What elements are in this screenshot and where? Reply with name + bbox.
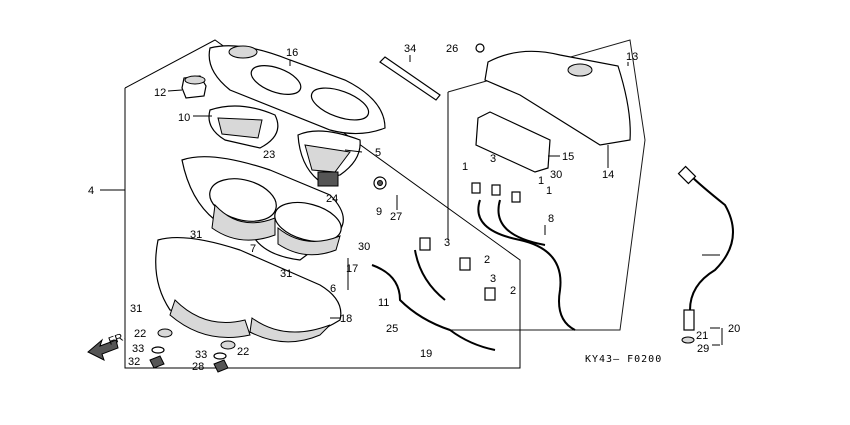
callout-3c: 3 — [490, 273, 496, 285]
front-arrow — [87, 338, 119, 361]
part-16-top-panel[interactable] — [208, 45, 386, 135]
callout-14: 14 — [602, 169, 614, 181]
callout-21: 21 — [696, 330, 708, 342]
callout-4: 4 — [88, 185, 94, 197]
part-8-socket-harness[interactable] — [471, 182, 576, 331]
callout-28: 28 — [192, 361, 204, 373]
callout-17: 17 — [346, 263, 358, 275]
gauge-housing-upper[interactable] — [181, 156, 346, 261]
front-arrow-label: FR. — [107, 330, 128, 347]
callout-31a: 31 — [190, 229, 202, 241]
callout-23: 23 — [263, 149, 275, 161]
part-10-tach-face[interactable] — [208, 105, 279, 149]
callout-33a: 33 — [132, 343, 144, 355]
callout-30a: 30 — [358, 241, 370, 253]
fasteners-bottom[interactable] — [149, 328, 236, 373]
diagram-code: KY43— F0200 — [585, 354, 662, 365]
part-18-lower-cover[interactable] — [155, 236, 342, 343]
callout-7: 7 — [250, 243, 256, 255]
callout-15: 15 — [562, 151, 574, 163]
callout-29: 29 — [697, 343, 709, 355]
callout-34: 34 — [404, 43, 416, 55]
callout-22b: 22 — [237, 346, 249, 358]
callout-32: 32 — [128, 356, 140, 368]
callout-3b: 3 — [444, 237, 450, 249]
callout-10: 10 — [178, 112, 190, 124]
part-34-bar[interactable] — [379, 56, 441, 101]
callout-33b: 33 — [195, 349, 207, 361]
callout-13: 13 — [626, 51, 638, 63]
callout-20: 20 — [728, 323, 740, 335]
callout-12: 12 — [154, 87, 166, 99]
callout-1c: 1 — [546, 185, 552, 197]
callout-labels: 12 10 16 23 5 4 24 9 27 31 7 30 31 17 6 … — [88, 43, 740, 373]
callout-24: 24 — [326, 193, 338, 205]
callout-2b: 2 — [510, 285, 516, 297]
part-26-screw[interactable] — [475, 43, 485, 53]
callout-8: 8 — [548, 213, 554, 225]
callout-31c: 31 — [130, 303, 142, 315]
callout-1b: 1 — [538, 175, 544, 187]
callout-9: 9 — [376, 206, 382, 218]
callout-27: 27 — [390, 211, 402, 223]
part-13-cover[interactable] — [484, 50, 631, 146]
part-15-indicator-panel[interactable] — [475, 111, 551, 173]
callout-2a: 2 — [484, 254, 490, 266]
callout-22a: 22 — [134, 328, 146, 340]
part-12-housing[interactable] — [181, 75, 207, 99]
callout-26: 26 — [446, 43, 458, 55]
callout-11: 11 — [378, 297, 389, 309]
callout-19: 19 — [420, 348, 432, 360]
part-19-harness[interactable] — [371, 237, 496, 351]
callout-16: 16 — [286, 47, 298, 59]
callout-6: 6 — [330, 283, 336, 295]
leader-lines — [100, 55, 723, 346]
callout-25: 25 — [386, 323, 398, 335]
part-5-speedometer[interactable] — [297, 130, 361, 187]
part-20-speedo-cable[interactable] — [677, 165, 734, 344]
callout-1a: 1 — [462, 161, 468, 173]
callout-3a: 3 — [490, 153, 496, 165]
main-group-outline — [124, 39, 521, 369]
part-9-knob[interactable] — [373, 176, 387, 190]
callout-5: 5 — [375, 147, 381, 159]
callout-30b: 30 — [550, 169, 562, 181]
callout-18: 18 — [340, 313, 352, 325]
callout-31b: 31 — [280, 268, 292, 280]
